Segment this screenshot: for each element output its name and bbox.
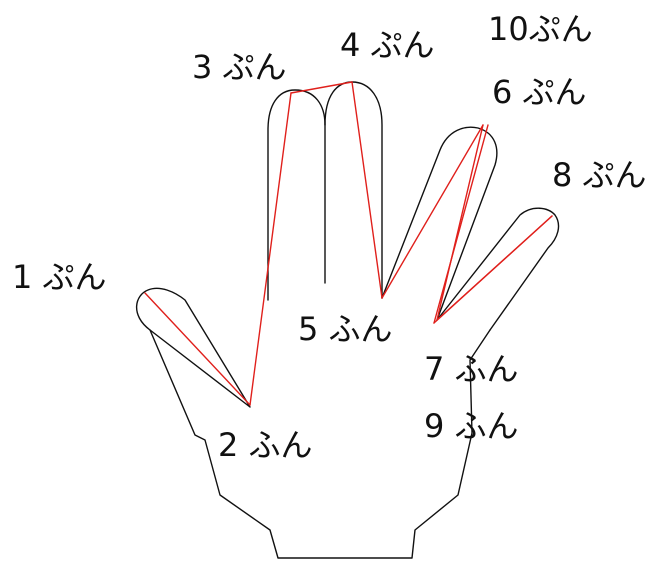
label-5-minutes: 5 ふん <box>298 310 393 348</box>
label-2-minutes: 2 ふん <box>218 426 313 464</box>
label-1-minute: 1 ぷん <box>12 258 107 296</box>
path-segment-8-9 <box>434 216 552 323</box>
path-segment-9-10 <box>434 125 488 323</box>
label-9-minutes: 9 ふん <box>424 407 519 445</box>
path-segment-1-2 <box>145 293 250 405</box>
index-finger-outline <box>268 90 325 300</box>
label-6-minutes: 6 ぷん <box>492 73 587 111</box>
label-8-minutes: 8 ぷん <box>552 156 647 194</box>
label-3-minutes: 3 ぷん <box>192 48 287 86</box>
path-segment-5-6 <box>382 125 483 298</box>
path-segment-2-3 <box>250 93 291 405</box>
thumb-outline <box>137 288 250 407</box>
label-10-minutes: 10ぷん <box>488 10 593 48</box>
middle-finger-outline <box>325 82 382 298</box>
path-segment-4-5 <box>352 82 382 298</box>
path-segment-3-4 <box>291 82 352 93</box>
label-7-minutes: 7 ふん <box>424 350 519 388</box>
minute-labels: 1 ぷん 2 ふん 3 ぷん 4 ぷん 5 ふん 6 ぷん 7 ふん 8 ぷん … <box>12 10 647 464</box>
label-4-minutes: 4 ぷん <box>340 26 435 64</box>
